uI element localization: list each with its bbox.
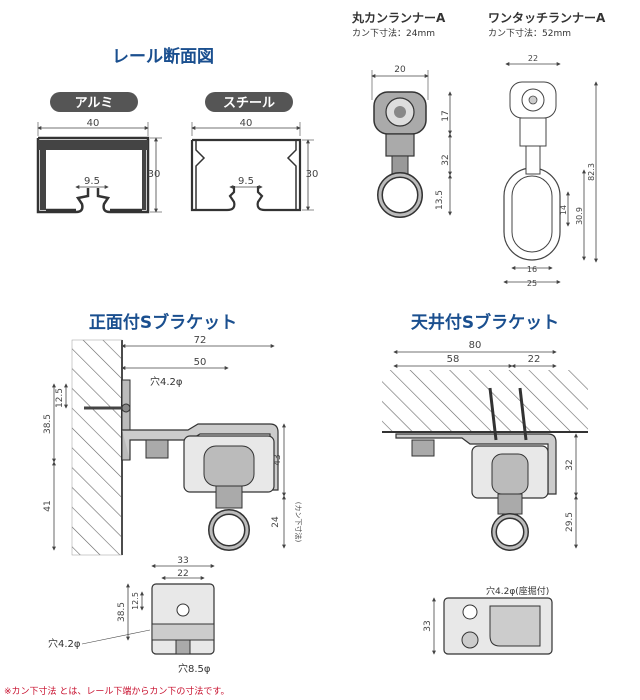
onetouch-ring-height: 30.9 — [575, 207, 584, 225]
front-bracket-title: 正面付Sブラケット — [89, 312, 237, 333]
front-d-43: 43 — [273, 454, 283, 465]
front-width-total: 72 — [194, 335, 207, 346]
steel-badge: スチール — [205, 92, 293, 112]
plate-hole-label: 穴4.2φ — [48, 637, 81, 650]
ceiling-bracket-title: 天井付Sブラケット — [411, 312, 559, 333]
ceiling-h29-5: 29.5 — [565, 512, 575, 532]
plate-h12-5: 12.5 — [131, 592, 140, 610]
steel-height-label: 30 — [306, 169, 319, 180]
ceiling-h32: 32 — [565, 459, 575, 470]
alumi-height-label: 30 — [148, 169, 161, 180]
runner-a-lower: 13.5 — [435, 190, 445, 210]
onetouch-subtitle: カン下寸法：52mm — [488, 27, 571, 39]
rail-section-title: レール断面図 — [112, 46, 214, 67]
alumi-slot-label: 9.5 — [84, 176, 100, 187]
ceiling-w22: 22 — [528, 354, 541, 365]
runner-a-upper: 17 — [441, 110, 451, 121]
runner-a-subtitle: カン下寸法：24mm — [352, 27, 435, 39]
front-plate-drawing — [151, 583, 215, 655]
runner-a-drawing: 20 — [371, 65, 429, 218]
steel-width-label: 40 — [240, 118, 253, 129]
steel-slot-label: 9.5 — [238, 176, 254, 187]
front-d-24: 24 — [271, 516, 281, 528]
steel-rail-profile — [190, 138, 302, 212]
alumi-rail-profile — [36, 136, 150, 214]
runner-a-mid: 32 — [441, 154, 451, 165]
footnote: ※カン下寸法 とは、レール下端からカン下の寸法です。 — [4, 685, 230, 697]
runner-a-title: 丸カンランナーA — [351, 10, 446, 25]
alumi-width-label: 40 — [87, 118, 100, 129]
plate-w33: 33 — [177, 556, 188, 566]
onetouch-title: ワンタッチランナーA — [488, 11, 606, 25]
front-width-inner: 50 — [194, 357, 207, 368]
front-d-41: 41 — [43, 500, 53, 511]
ceiling — [382, 370, 588, 433]
onetouch-inner-width: 16 — [527, 265, 537, 274]
ceiling-bracket-drawing — [395, 387, 557, 551]
onetouch-drawing: 22 — [503, 54, 561, 261]
ceiling-hole-label: 穴4.2φ(座掘付) — [486, 585, 549, 597]
plate-hole-big: 穴8.5φ — [178, 662, 211, 675]
onetouch-top-width: 22 — [528, 54, 538, 63]
onetouch-outer-width: 25 — [527, 279, 537, 288]
front-kan-label: (カン下寸法) — [294, 502, 303, 543]
svg-text:スチール: スチール — [223, 96, 275, 111]
onetouch-gap: 14 — [559, 205, 568, 215]
alumi-badge: アルミ — [50, 92, 138, 112]
front-bracket-drawing — [84, 379, 279, 551]
ceiling-plate-drawing — [443, 597, 553, 655]
front-wall — [71, 339, 123, 556]
onetouch-total: 82.3 — [587, 163, 596, 181]
ceiling-h33: 33 — [423, 620, 433, 631]
plate-w22: 22 — [177, 569, 188, 579]
front-d-12-5: 12.5 — [55, 388, 65, 408]
front-hole-label: 穴4.2φ — [150, 375, 183, 388]
ceiling-width-total: 80 — [469, 340, 482, 351]
runner-a-width: 20 — [394, 65, 406, 75]
ceiling-w58: 58 — [447, 354, 460, 365]
svg-text:アルミ: アルミ — [75, 96, 114, 111]
plate-h38-5: 38.5 — [117, 602, 127, 622]
front-d-38-5: 38.5 — [43, 414, 53, 434]
